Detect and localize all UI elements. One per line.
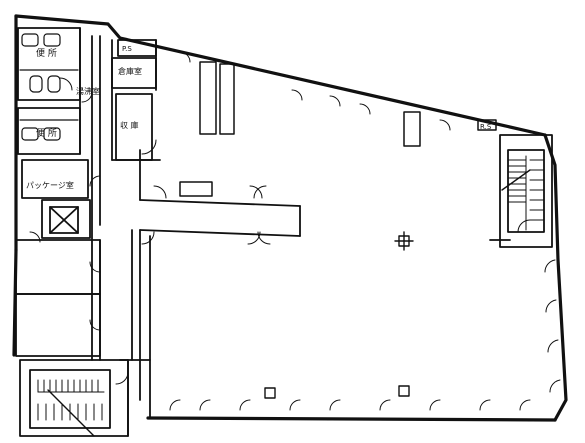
interior-walls	[15, 27, 553, 437]
door-swings	[29, 51, 561, 411]
room-label-toilet-upper: 便 所	[36, 47, 57, 59]
equipment	[179, 61, 497, 197]
room-label-ps: P.S	[122, 45, 132, 53]
columns	[264, 231, 414, 399]
room-label-kitchenette: 湯沸室	[76, 86, 100, 96]
room-label-package-room: パッケージ室	[26, 180, 74, 190]
stair-right	[501, 155, 545, 231]
room-label-storage-room: 倉庫室	[118, 66, 142, 76]
room-label-store: 収 庫	[120, 120, 139, 130]
room-label-toilet-lower: 便 所	[36, 127, 57, 139]
toilet-fixtures	[19, 33, 79, 141]
stair-lower	[37, 379, 105, 437]
room-label-rs: R.S	[480, 123, 492, 131]
